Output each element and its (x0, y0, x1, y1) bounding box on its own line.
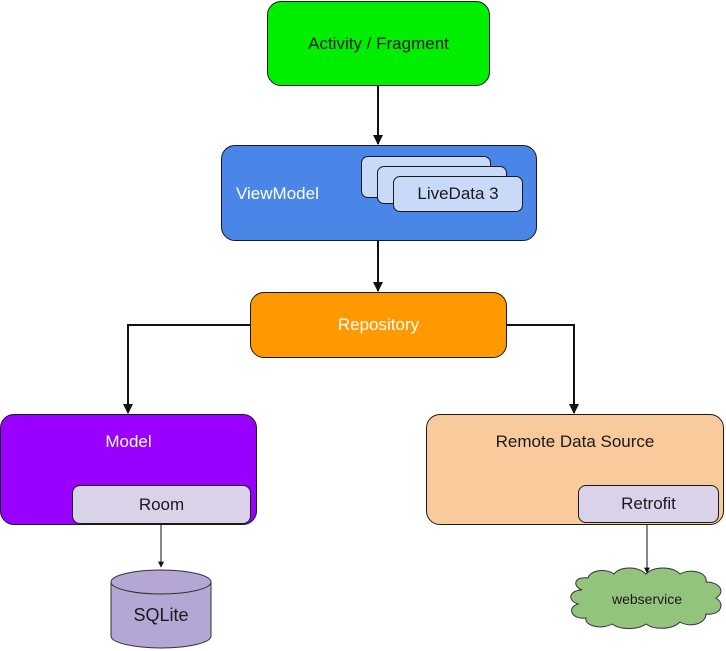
retrofit-label: Retrofit (621, 494, 676, 513)
remote-data-source-node[interactable]: Remote Data Source Retrofit (426, 414, 724, 525)
livedata-card-front[interactable]: LiveData 3 (393, 176, 523, 212)
activity-fragment-label: Activity / Fragment (308, 33, 449, 53)
sqlite-cylinder-top (110, 569, 212, 595)
room-node[interactable]: Room (72, 485, 251, 524)
model-label: Model (105, 432, 152, 451)
model-node[interactable]: Model Room (0, 414, 257, 525)
sqlite-label: SQLite (133, 604, 189, 625)
edge-repository-remote (507, 324, 579, 414)
remote-data-source-label: Remote Data Source (495, 432, 655, 451)
room-label: Room (138, 494, 185, 514)
viewmodel-label: ViewModel (236, 184, 319, 203)
repository-label: Repository (337, 315, 420, 334)
webservice-cloud[interactable] (570, 567, 722, 629)
edge-repository-model (123, 324, 250, 414)
viewmodel-node[interactable]: ViewModel LiveData 3 (221, 145, 537, 241)
sqlite-cylinder[interactable] (110, 569, 212, 649)
sqlite-cylinder-body (110, 582, 212, 649)
webservice-label: webservice (611, 591, 683, 607)
retrofit-node[interactable]: Retrofit (578, 485, 719, 523)
repository-node[interactable]: Repository (250, 292, 507, 358)
activity-fragment-node[interactable]: Activity / Fragment (267, 1, 490, 86)
webservice-cloud-shape (570, 567, 722, 629)
livedata-label: LiveData 3 (417, 184, 499, 203)
